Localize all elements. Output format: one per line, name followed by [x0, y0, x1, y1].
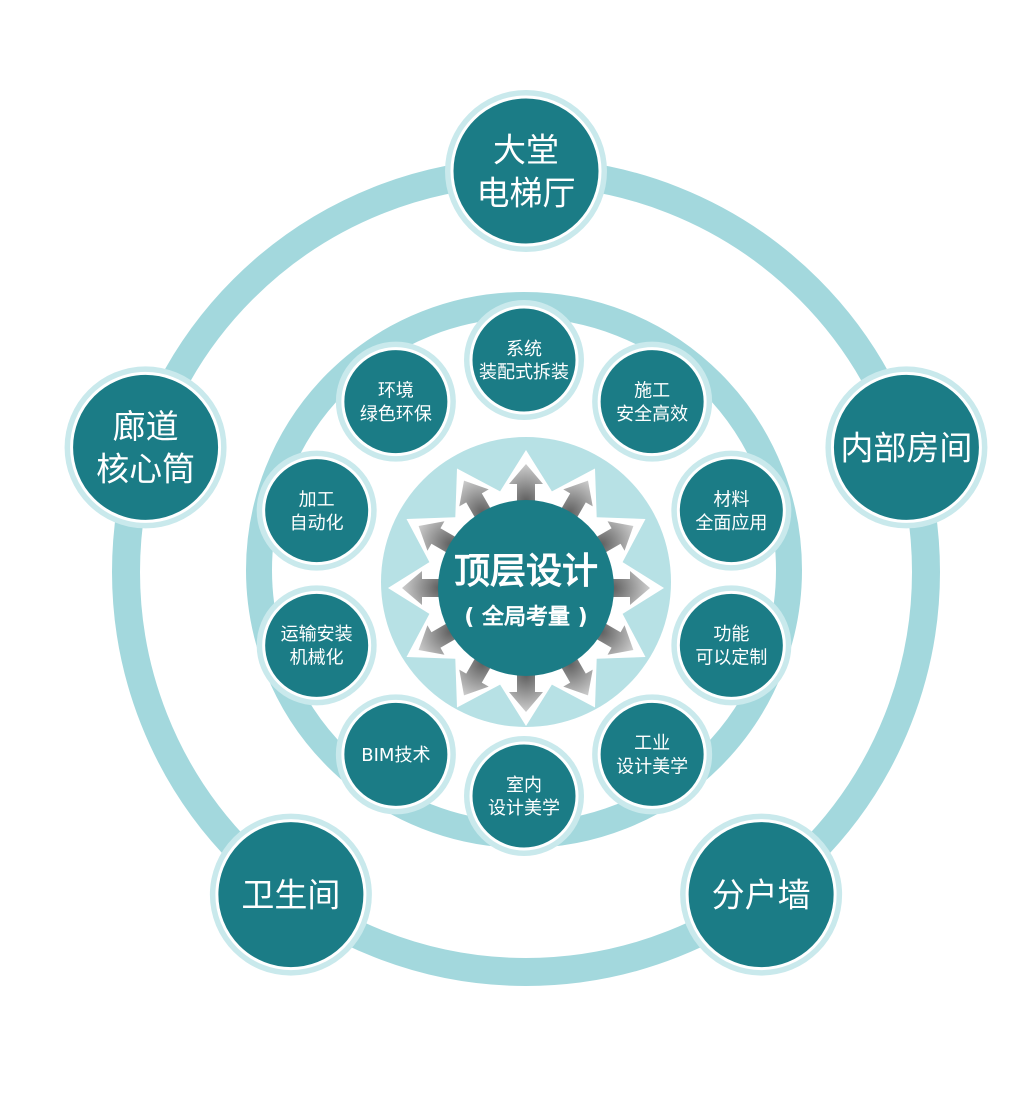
arrow-11 [418, 521, 457, 553]
arrow-5 [595, 623, 634, 655]
outer-node-4: 卫生间 [209, 813, 372, 976]
arrow-4 [612, 571, 650, 605]
outer-node-2-circle [830, 371, 982, 523]
center-node: 顶层设计 ( 全局考量 ) [438, 500, 614, 676]
outer-node-3-label-1: 分户墙 [712, 876, 811, 915]
center-node-circle [438, 500, 614, 676]
radiating-arrows [402, 464, 650, 712]
inner-node-2-label-1: 施工 [634, 380, 670, 401]
inner-node-8-label-2: 机械化 [290, 648, 344, 669]
outer-node-1-label-1: 大堂 [493, 130, 559, 169]
inner-node-5-label-2: 设计美学 [616, 757, 688, 778]
outer-node-4-label-1: 卫生间 [241, 876, 340, 915]
inner-node-8-circle [262, 590, 372, 700]
center-title: 顶层设计 [454, 551, 598, 592]
inner-node-6-label-2: 设计美学 [488, 798, 560, 819]
outer-node-3: 分户墙 [680, 813, 843, 976]
outer-node-3-circle [685, 819, 837, 971]
inner-node-9-label-1: 加工 [299, 489, 335, 510]
inner-node-6-circle [469, 741, 579, 851]
inner-nodes: 系统装配式拆装施工安全高效材料全面应用功能可以定制工业设计美学室内设计美学BIM… [256, 300, 792, 856]
outer-node-5-label-1: 廊道 [113, 407, 179, 446]
inner-node-3-label-2: 全面应用 [695, 513, 767, 534]
inner-node-1-label-1: 系统 [506, 339, 542, 360]
inner-node-5-label-1: 工业 [634, 733, 670, 754]
inner-node-4-label-1: 功能 [713, 624, 749, 645]
inner-node-9-label-2: 自动化 [290, 513, 344, 534]
inner-node-1-label-2: 装配式拆装 [479, 362, 569, 383]
arrow-10 [402, 571, 440, 605]
arrow-1 [509, 464, 543, 502]
center-subtitle: ( 全局考量 ) [464, 604, 587, 630]
inner-node-4-label-2: 可以定制 [695, 648, 767, 669]
arrow-6 [561, 657, 593, 696]
outer-node-2: 内部房间 [825, 366, 988, 529]
outer-node-1-circle [450, 95, 602, 247]
inner-node-10-label-1: 环境 [378, 380, 414, 401]
inner-node-7-label-1: BIM技术 [361, 745, 430, 766]
outer-node-5-circle [70, 371, 222, 523]
arrow-9 [418, 623, 457, 655]
inner-node-2-label-2: 安全高效 [616, 404, 688, 425]
inner-node-6-label-1: 室内 [506, 775, 542, 796]
arrow-12 [459, 480, 491, 519]
inner-node-5-circle [597, 699, 707, 809]
outer-node-2-label-1: 内部房间 [840, 428, 972, 467]
inner-node-7: BIM技术 [335, 694, 456, 815]
outer-node-4-circle [215, 819, 367, 971]
inner-node-1-circle [469, 305, 579, 415]
inner-node-3-circle [676, 456, 786, 566]
outer-node-1-label-2: 电梯厅 [477, 173, 576, 212]
inner-node-8-label-1: 运输安装 [281, 624, 353, 645]
inner-node-7-circle [341, 699, 451, 809]
inner-node-3-label-1: 材料 [713, 489, 749, 510]
inner-node-10-circle [341, 347, 451, 457]
arrow-7 [509, 674, 543, 712]
inner-node-4-circle [676, 590, 786, 700]
arrow-8 [459, 657, 491, 696]
inner-node-10-label-2: 绿色环保 [360, 404, 432, 425]
arrow-2 [561, 480, 593, 519]
arrow-3 [595, 521, 634, 553]
outer-node-5-label-2: 核心筒 [96, 450, 195, 489]
inner-node-2-circle [597, 347, 707, 457]
inner-node-9-circle [262, 456, 372, 566]
